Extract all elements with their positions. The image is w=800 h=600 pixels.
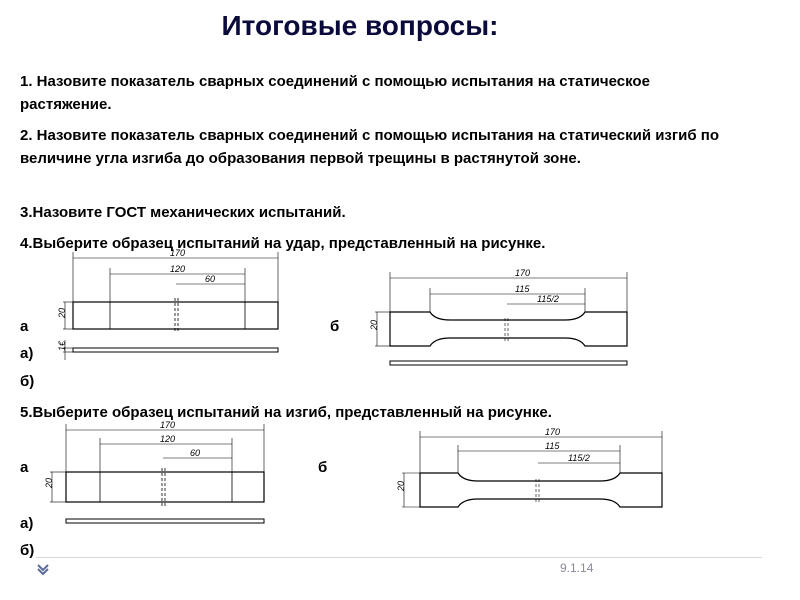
- q5-option-a-label: а: [20, 459, 29, 476]
- dim-20: 20: [396, 481, 406, 492]
- question-1: 1. Назовите показатель сварных соединени…: [20, 73, 650, 113]
- dim-170: 170: [160, 420, 175, 430]
- dim-60: 60: [190, 448, 200, 458]
- arrow-icon[interactable]: [36, 562, 50, 576]
- q4-option-b-label: б: [330, 318, 340, 335]
- dim-120: 120: [170, 264, 185, 274]
- q4-specimen-b-drawing: 170 115 115/2 20: [369, 268, 628, 366]
- dim-170: 170: [545, 427, 560, 437]
- dim-20: 20: [44, 478, 54, 489]
- dim-115-2: 115/2: [568, 453, 590, 463]
- dim-170: 170: [170, 248, 185, 258]
- dim-20: 20: [369, 320, 379, 331]
- slide-date: 9.1.14: [560, 561, 594, 575]
- dim-120: 120: [160, 434, 175, 444]
- q4-answer-a: а): [20, 345, 34, 362]
- dim-20: 20: [57, 308, 67, 319]
- q5-answer-b: б): [20, 542, 35, 559]
- dim-115-2: 115/2: [537, 294, 559, 304]
- q5-specimen-b-drawing: 170 115 115/2 20: [396, 427, 663, 508]
- slide-title: Итоговые вопросы:: [221, 10, 499, 41]
- dim-thickness: 1€: [57, 340, 67, 351]
- question-2: 2. Назовите показатель сварных соединени…: [20, 127, 720, 167]
- question-3: 3.Назовите ГОСТ механических испытаний.: [20, 204, 346, 221]
- q5-specimen-a-drawing: 170 120 60 20: [44, 420, 265, 524]
- question-4: 4.Выберите образец испытаний на удар, пр…: [20, 235, 546, 252]
- dim-115: 115: [545, 441, 560, 451]
- q4-answer-b: б): [20, 373, 35, 390]
- footer-divider: [36, 557, 762, 558]
- q4-option-a-label: а: [20, 318, 29, 335]
- q4-specimen-a-drawing: 170 120 60 20 1€: [57, 248, 279, 360]
- question-5: 5.Выберите образец испытаний на изгиб, п…: [20, 404, 552, 421]
- q5-option-b-label: б: [318, 459, 328, 476]
- q5-answer-a: а): [20, 515, 34, 532]
- dim-115: 115: [515, 284, 530, 294]
- dim-170: 170: [515, 268, 530, 278]
- dim-60: 60: [205, 274, 215, 284]
